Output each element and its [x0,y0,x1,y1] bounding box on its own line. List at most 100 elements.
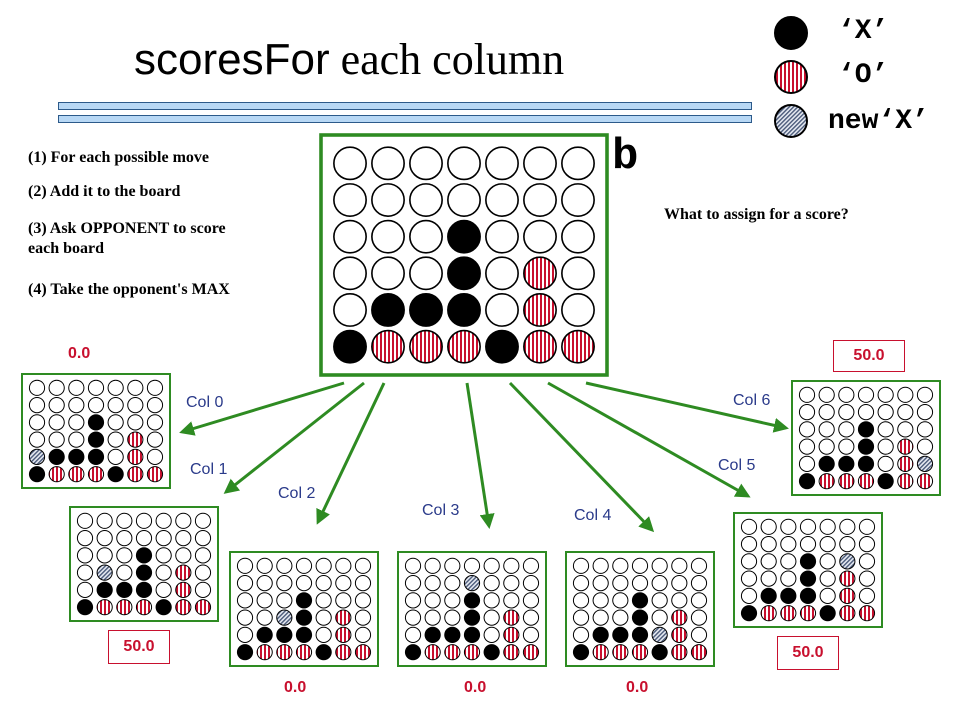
piece-o [354,644,372,661]
piece-o [194,599,212,616]
piece-o [503,644,520,661]
empty-slot [107,414,124,431]
empty-slot [818,386,835,403]
empty-slot [858,535,876,553]
empty-slot [651,574,668,592]
empty-slot [194,581,212,599]
empty-slot [799,535,817,553]
empty-slot [522,592,540,609]
col-label-4: Col 4 [574,507,612,524]
legend-label-x: ‘X’ [838,16,889,47]
piece-x [315,644,332,661]
empty-slot [858,587,876,605]
empty-slot [838,438,855,455]
divider-bar-bottom [58,115,752,123]
empty-slot [404,626,422,644]
empty-slot [819,570,836,587]
piece-new-x [276,609,293,626]
piece-o [857,473,875,490]
child-board-4 [565,551,715,667]
empty-slot [463,557,481,574]
empty-slot [175,547,192,564]
empty-slot [561,256,595,291]
empty-slot [256,609,273,626]
piece-x [135,547,153,564]
piece-x [592,626,609,644]
empty-slot [818,438,835,455]
piece-o [838,473,855,490]
empty-slot [444,557,461,574]
empty-slot [68,414,85,431]
empty-slot [483,574,500,592]
empty-slot [916,403,934,421]
piece-x [631,626,649,644]
empty-slot [48,396,65,414]
piece-o [671,644,688,661]
piece-o [175,581,192,599]
piece-new-x [463,574,481,592]
score-col-5: 50.0 [777,636,839,670]
empty-slot [877,455,894,473]
empty-slot [155,512,172,529]
empty-slot [877,386,894,403]
empty-slot [333,146,367,181]
empty-slot [572,557,590,574]
piece-x [447,219,481,254]
empty-slot [404,574,422,592]
title-part2: each column [329,35,565,84]
piece-o [48,466,65,483]
empty-slot [409,219,443,254]
empty-slot [354,626,372,644]
empty-slot [483,626,500,644]
child-board-2 [229,551,379,667]
piece-o [409,329,443,364]
piece-x [857,455,875,473]
empty-slot [760,553,777,570]
empty-slot [76,564,94,581]
empty-slot [444,574,461,592]
empty-slot [333,293,367,327]
empty-slot [651,557,668,574]
arrow-col-0 [179,381,345,436]
title-part1: scoresFor [134,35,330,84]
empty-slot [333,219,367,254]
empty-slot [561,146,595,181]
col-label-2: Col 2 [278,485,316,502]
empty-slot [371,219,405,254]
empty-slot [107,448,124,466]
piece-o [780,605,797,622]
empty-slot [146,396,164,414]
piece-o [175,564,192,581]
piece-o [256,644,273,661]
empty-slot [592,592,609,609]
empty-slot [916,438,934,455]
piece-x [424,626,441,644]
empty-slot [877,438,894,455]
piece-x [760,587,777,605]
piece-o [295,644,313,661]
piece-x [409,293,443,327]
piece-x [87,414,105,431]
empty-slot [76,581,94,599]
empty-slot [877,403,894,421]
empty-slot [690,557,708,574]
piece-x [236,644,254,661]
empty-slot [780,553,797,570]
empty-slot [76,529,94,547]
empty-slot [333,256,367,291]
empty-slot [838,421,855,438]
empty-slot [335,574,352,592]
empty-slot [371,183,405,217]
empty-slot [68,431,85,448]
empty-slot [146,431,164,448]
empty-slot [276,574,293,592]
empty-slot [447,146,481,181]
empty-slot [48,414,65,431]
empty-slot [561,219,595,254]
arrows-group [179,381,789,533]
empty-slot [485,293,519,327]
empty-slot [897,386,914,403]
piece-o [68,466,85,483]
empty-slot [839,518,856,535]
empty-slot [483,592,500,609]
